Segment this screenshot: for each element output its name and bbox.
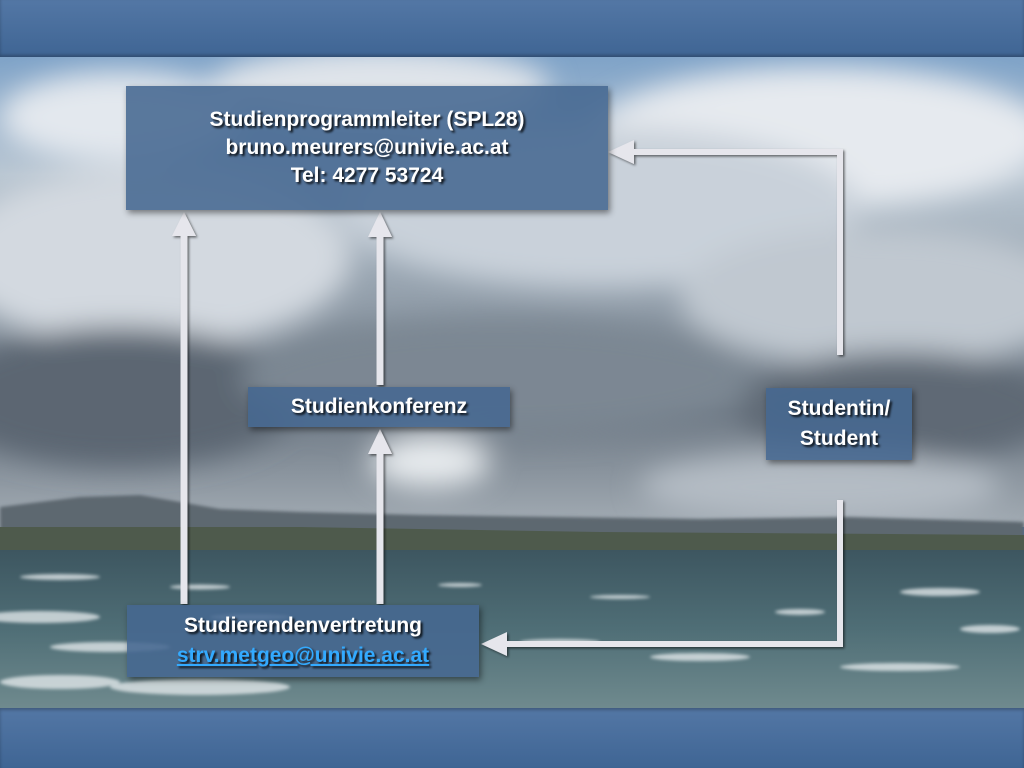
- representation-box: Studierendenvertretung strv.metgeo@univi…: [127, 605, 479, 677]
- representation-email-link[interactable]: strv.metgeo@univie.ac.at: [176, 644, 430, 667]
- conference-box: Studienkonferenz: [248, 387, 510, 427]
- student-label-line1: Studentin/: [787, 397, 891, 420]
- top-banner: [0, 0, 1024, 57]
- student-box: Studentin/ Student: [766, 388, 912, 460]
- programme-director-title: Studienprogrammleiter (SPL28): [209, 108, 525, 131]
- programme-director-email: bruno.meurers@univie.ac.at: [225, 136, 509, 159]
- programme-director-phone: Tel: 4277 53724: [290, 164, 444, 187]
- programme-director-box: Studienprogrammleiter (SPL28) bruno.meur…: [126, 86, 608, 210]
- representation-title: Studierendenvertretung: [183, 614, 423, 637]
- bottom-banner: [0, 708, 1024, 768]
- conference-label: Studienkonferenz: [290, 395, 468, 418]
- student-label-line2: Student: [799, 427, 879, 450]
